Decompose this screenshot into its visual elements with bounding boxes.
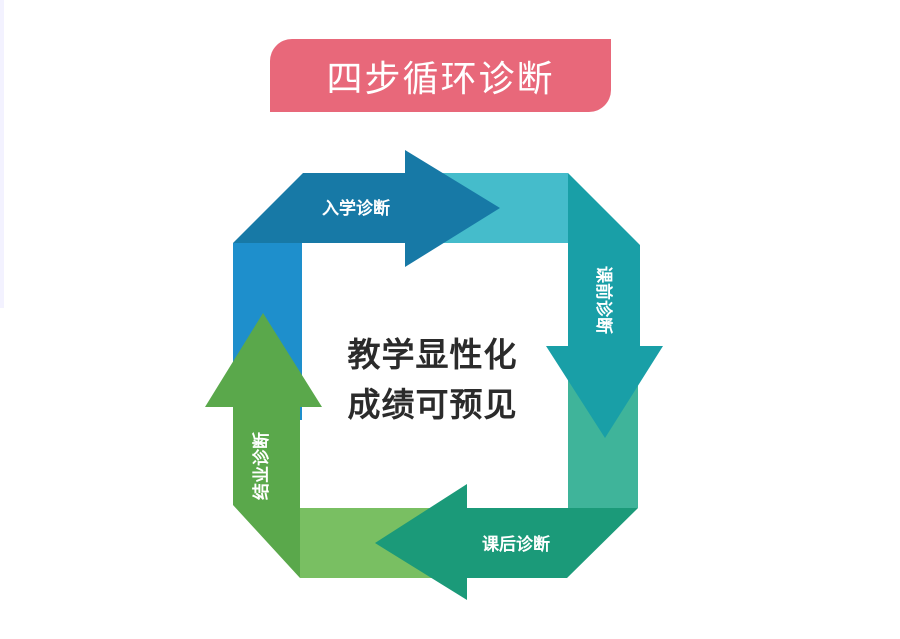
step-label-postclass: 课后诊断 (482, 534, 550, 555)
arrow-up-graduation (205, 313, 322, 578)
arrow-down-preclass (546, 173, 663, 438)
top-band-light (440, 173, 568, 243)
diagram-title: 四步循环诊断 (326, 58, 555, 100)
step-label-entry: 入学诊断 (322, 198, 390, 219)
step-label-preclass: 课前诊断 (593, 266, 614, 334)
arrow-right-entry (233, 150, 500, 267)
center-slogan: 教学显性化 成绩可预见 (330, 330, 535, 430)
title-banner: 四步循环诊断 (270, 39, 611, 112)
step-label-graduation: 结业诊断 (251, 432, 272, 500)
left-edge-strip (0, 0, 4, 308)
center-line-1: 教学显性化 (347, 335, 518, 374)
arrow-left-postclass (375, 484, 638, 600)
center-line-2: 成绩可预见 (347, 385, 518, 424)
